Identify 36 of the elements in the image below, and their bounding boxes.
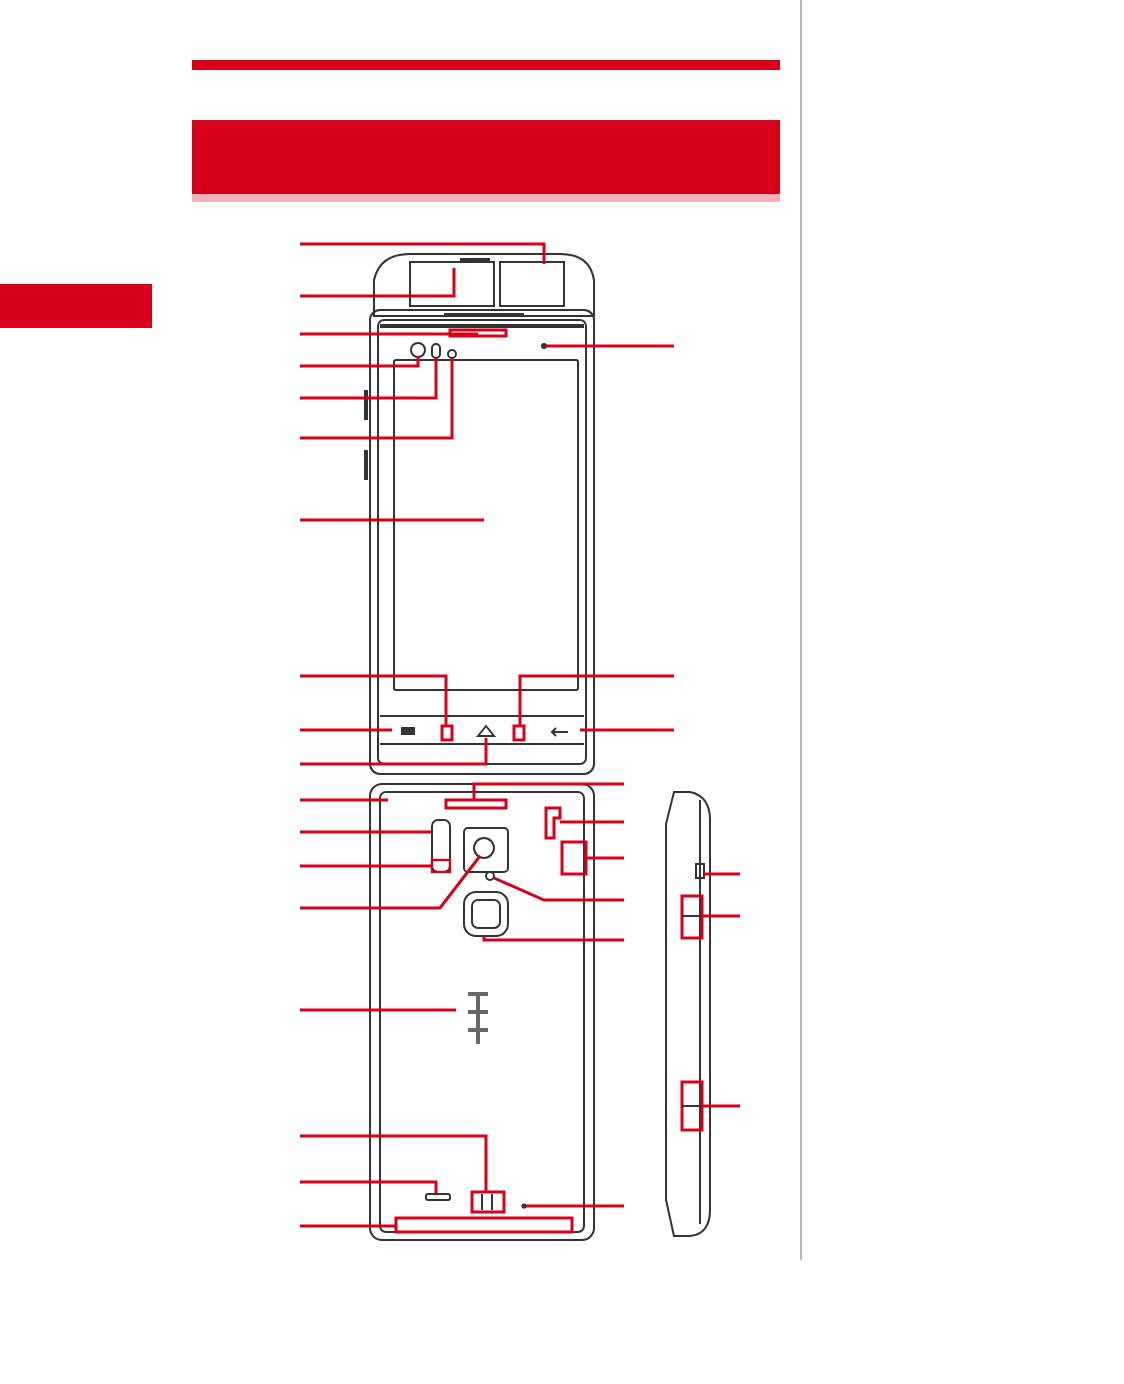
- leader-line: [560, 820, 624, 824]
- phone-drawing: [369, 783, 595, 1241]
- phone-drawing: [364, 309, 595, 775]
- leader-line: [702, 1104, 740, 1108]
- leader-line: [300, 358, 438, 400]
- leader-line: [300, 674, 448, 726]
- leader-line: [300, 1180, 438, 1194]
- leader-line: [580, 728, 674, 732]
- leader-line: [300, 830, 432, 834]
- leader-line: [472, 782, 624, 800]
- leader-line: [300, 1134, 488, 1192]
- phone-drawing: [373, 253, 595, 317]
- leader-line: [526, 1204, 624, 1208]
- leader-line: [300, 864, 432, 868]
- phone-drawing: [665, 791, 711, 1237]
- leader-line: [300, 242, 546, 264]
- title-band: [192, 120, 780, 194]
- leader-line: [300, 728, 392, 732]
- leader-line: [546, 344, 674, 348]
- leader-line: [300, 356, 420, 368]
- leader-line: [300, 798, 388, 802]
- leader-line: [300, 738, 488, 766]
- leader-line: [704, 872, 740, 876]
- leader-line: [300, 1008, 456, 1012]
- leader-line: [300, 518, 484, 522]
- leader-line: [300, 332, 478, 336]
- leader-line: [300, 358, 454, 440]
- section-tab: [0, 284, 152, 328]
- leader-line: [518, 674, 674, 726]
- leader-line: [482, 936, 624, 942]
- leader-line: [586, 856, 624, 860]
- leader-line: [300, 268, 456, 298]
- leader-line: [493, 876, 624, 902]
- leader-line: [300, 855, 482, 910]
- leader-line: [702, 914, 740, 918]
- leader-line: [300, 1224, 396, 1228]
